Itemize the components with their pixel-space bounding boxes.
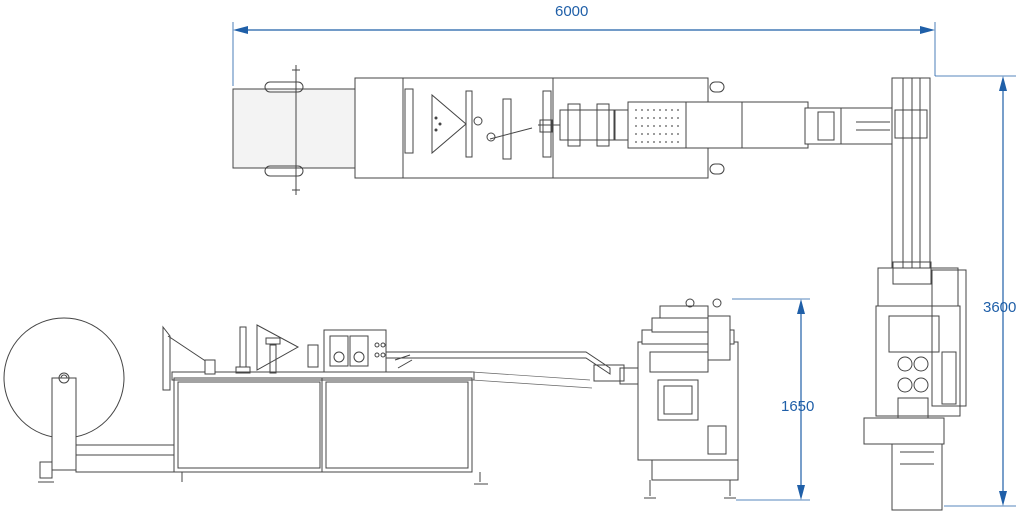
height-dimension-label: 3600	[983, 299, 1016, 316]
top-view	[232, 65, 967, 511]
perforation-pattern	[635, 109, 679, 143]
dimension-1650	[732, 298, 810, 501]
dimension-3600	[935, 75, 1016, 507]
side-view	[3, 298, 739, 499]
side-height-dimension-label: 1650	[781, 398, 814, 415]
width-dimension-label: 6000	[555, 3, 588, 20]
dimension-6000	[232, 22, 936, 86]
